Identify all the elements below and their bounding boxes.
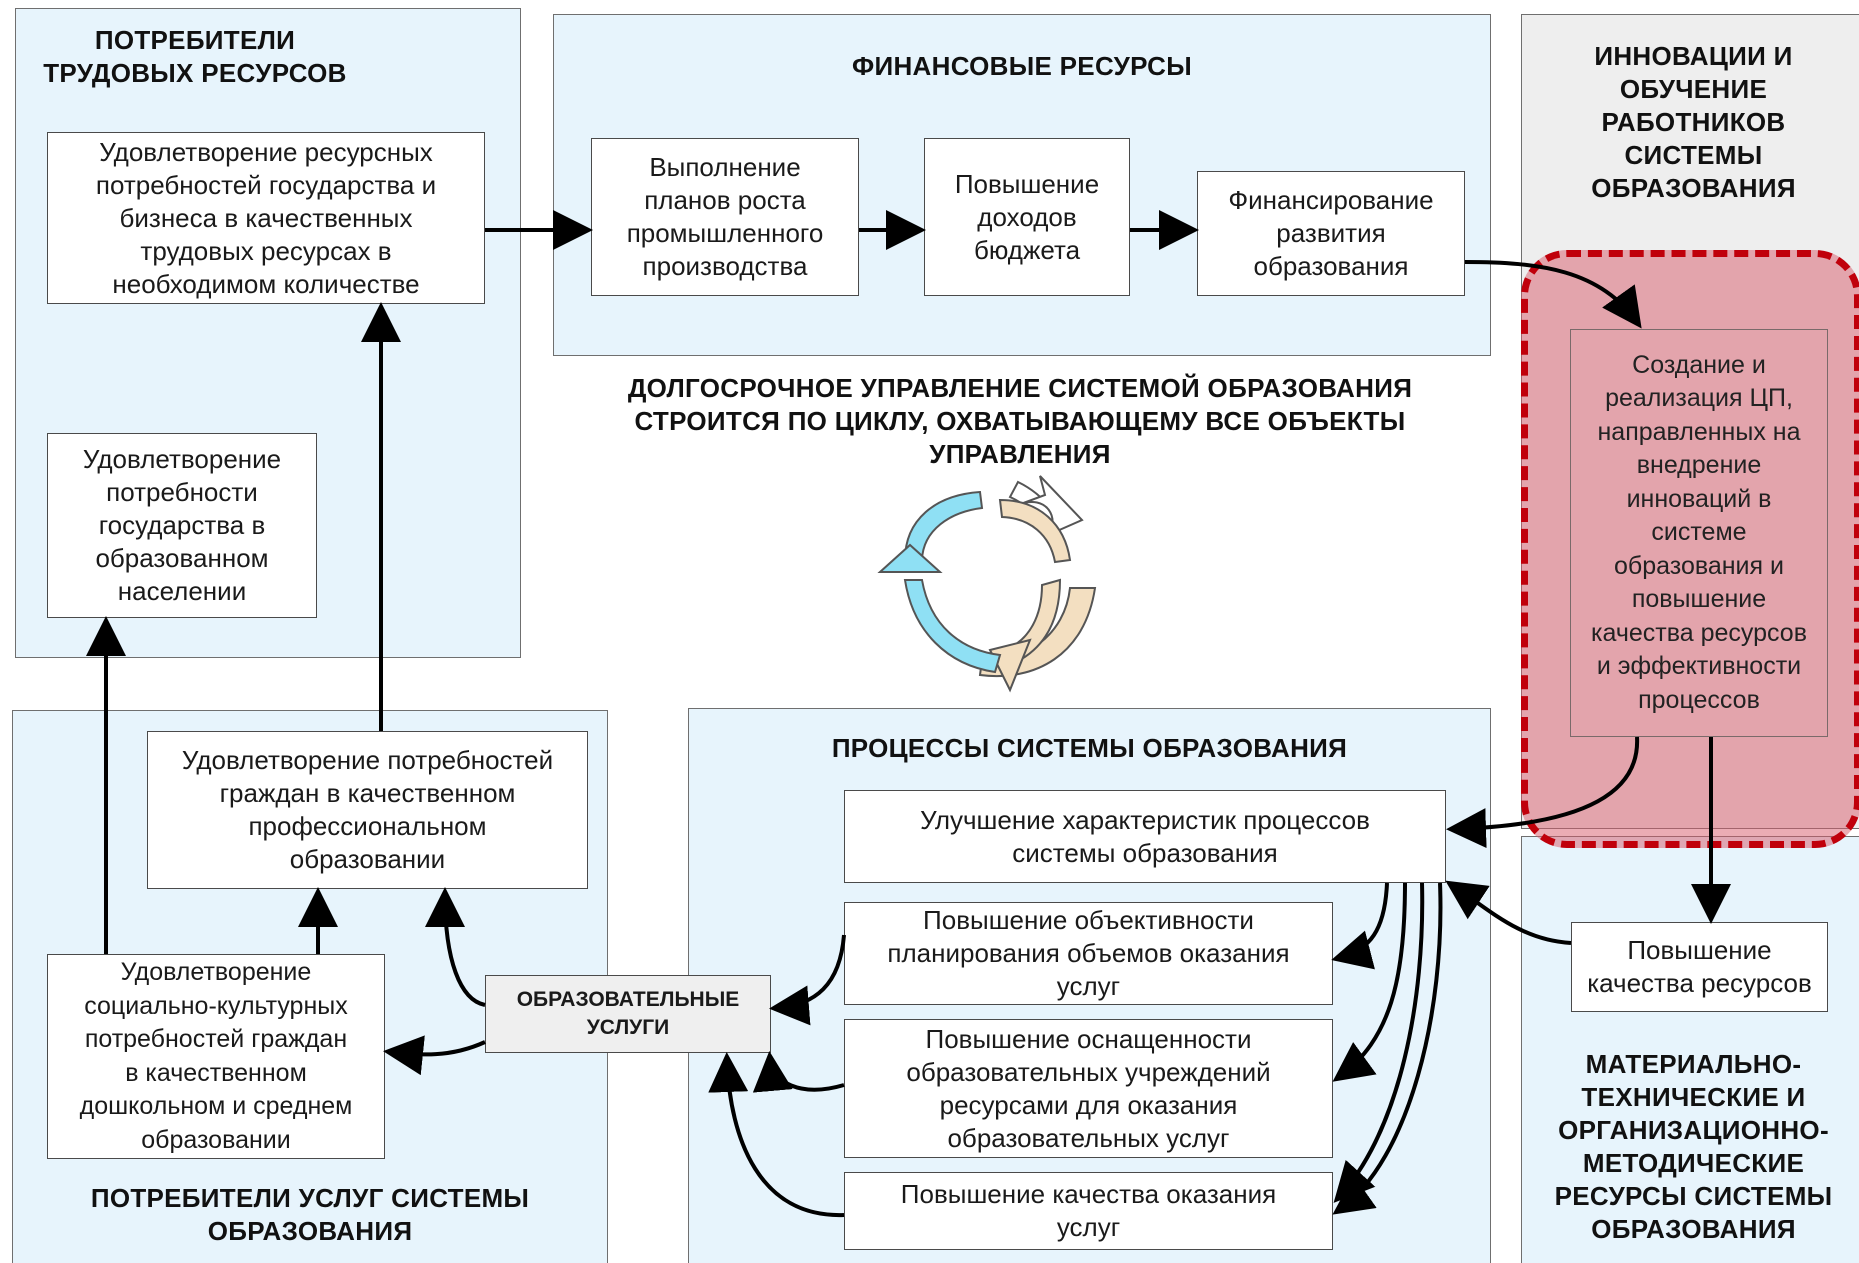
sociocultural-needs-box: Удовлетворение социально-культурных потр… [47, 954, 385, 1159]
arrow-equipment-to-services [752, 1051, 845, 1093]
arrow-services-to-sociocultural [383, 1035, 486, 1076]
arrow-quality-to-services [708, 1052, 845, 1218]
arrow-process-to-quality-a [1333, 882, 1425, 1203]
state-education-box: Удовлетворение потребности государства в… [47, 433, 317, 618]
innovation-programs-box: Создание и реализация ЦП, направленных н… [1570, 329, 1828, 737]
arrow-process-to-equipment [1332, 882, 1407, 1082]
arrow-process-to-quality-b [1332, 882, 1443, 1215]
financial-resources-title: ФИНАНСОВЫЕ РЕСУРСЫ [852, 51, 1192, 81]
arrow-innovation-to-process [1446, 736, 1640, 849]
innovation-title: ИННОВАЦИИ И ОБУЧЕНИЕ РАБОТНИКОВ СИСТЕМЫ … [1591, 41, 1796, 203]
arrow-process-to-planning [1331, 882, 1389, 970]
education-funding-box: Финансирование развития образования [1197, 171, 1465, 296]
arrow-funding-to-innovation [1464, 260, 1642, 329]
resource-quality-box: Повышение качества ресурсов [1571, 922, 1828, 1012]
equipment-level-box: Повышение оснащенности образовательных у… [844, 1019, 1333, 1158]
labor-satisfaction-box: Удовлетворение ресурсных потребностей го… [47, 132, 485, 304]
service-consumers-title: ПОТРЕБИТЕЛИ УСЛУГ СИСТЕМЫ ОБРАЗОВАНИЯ [90, 1183, 530, 1246]
process-improvement-box: Улучшение характеристик процессов систем… [844, 790, 1446, 883]
material-resources-title: МАТЕРИАЛЬНО- ТЕХНИЧЕСКИЕ И ОРГАНИЗАЦИОНН… [1554, 1049, 1833, 1244]
center-caption: ДОЛГОСРОЧНОЕ УПРАВЛЕНИЕ СИСТЕМОЙ ОБРАЗОВ… [627, 373, 1413, 469]
labor-consumers-title: ПОТРЕБИТЕЛИ ТРУДОВЫХ РЕСУРСОВ [43, 25, 347, 88]
arrow-resource-to-process [1445, 880, 1572, 945]
cycle-icon [877, 475, 1097, 693]
budget-income-box: Повышение доходов бюджета [924, 138, 1130, 296]
innovation-highlight [1521, 250, 1859, 848]
material-resources-panel [1521, 836, 1859, 1263]
processes-title: ПРОЦЕССЫ СИСТЕМЫ ОБРАЗОВАНИЯ [831, 733, 1348, 763]
arrow-planning-to-services [769, 934, 846, 1026]
arrow-services-curve-to-professional [425, 887, 486, 1007]
planning-objectivity-box: Повышение объективности планирования объ… [844, 902, 1333, 1005]
service-quality-box: Повышение качества оказания услуг [844, 1172, 1333, 1250]
industrial-growth-box: Выполнение планов роста промышленного пр… [591, 138, 859, 296]
professional-education-box: Удовлетворение потребностей граждан в ка… [147, 731, 588, 889]
